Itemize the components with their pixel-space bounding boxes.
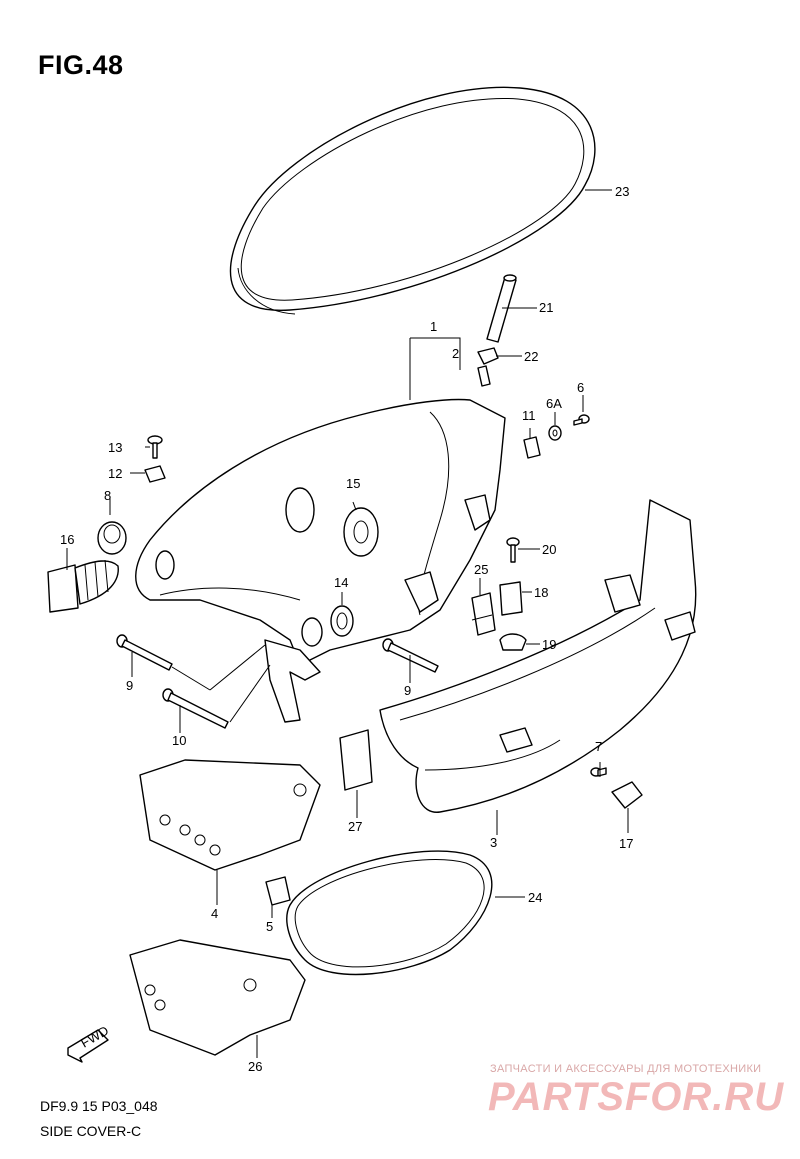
callout-labels: 1 2 3 4 5 6 6A 7 8 9 9 10 11 12 13 14 15…	[60, 184, 633, 1074]
figure-title: FIG.48	[38, 50, 124, 80]
callout-10: 10	[172, 733, 186, 748]
callout-18: 18	[534, 585, 548, 600]
callout-2: 2	[452, 346, 459, 361]
part-27-label	[339, 729, 373, 791]
callout-5: 5	[266, 919, 273, 934]
part-18-clip	[499, 581, 523, 616]
watermark-tagline: ЗАПЧАСТИ И АКСЕССУАРЫ ДЛЯ МОТОТЕХНИКИ	[490, 1063, 762, 1075]
callout-26: 26	[248, 1059, 262, 1074]
callout-7: 7	[595, 739, 602, 754]
part-4-bracket	[139, 759, 321, 871]
callout-11: 11	[522, 408, 536, 423]
callout-1: 1	[430, 319, 437, 334]
callout-23: 23	[615, 184, 629, 199]
part-26-bracket	[129, 939, 306, 1056]
callout-25: 25	[474, 562, 488, 577]
callout-6: 6	[577, 380, 584, 395]
part-9-bolt-center	[382, 638, 439, 673]
callout-12: 12	[108, 466, 122, 481]
part-23-seal	[229, 86, 596, 315]
part-13-screw	[147, 435, 163, 459]
leader-lines	[66, 189, 629, 1058]
callout-19: 19	[542, 637, 556, 652]
part-10-bolt	[162, 688, 229, 729]
part-1-side-cover	[135, 398, 506, 723]
fwd-arrow-icon: FWD	[67, 1023, 111, 1063]
part-15-grommet	[343, 507, 379, 557]
callout-9a: 9	[126, 678, 133, 693]
part-17-clip	[611, 781, 643, 809]
part-2-fitting	[477, 365, 491, 387]
callout-24: 24	[528, 890, 542, 905]
callout-20: 20	[542, 542, 556, 557]
callout-16: 16	[60, 532, 74, 547]
part-3-side-cover	[379, 499, 697, 813]
footer-section-name: SIDE COVER-C	[40, 1123, 142, 1139]
callout-17: 17	[619, 836, 633, 851]
part-20-screw	[506, 537, 520, 563]
part-7-screw	[590, 767, 607, 777]
callout-14: 14	[334, 575, 348, 590]
callout-4: 4	[211, 906, 218, 921]
callout-6a: 6A	[546, 396, 562, 411]
part-9-bolt-left	[116, 634, 173, 671]
part-12-nut	[144, 465, 166, 483]
callout-3: 3	[490, 835, 497, 850]
callout-22: 22	[524, 349, 538, 364]
part-8-grommet	[97, 521, 127, 555]
part-14-grommet	[330, 605, 354, 637]
part-16-damper	[47, 559, 119, 613]
part-6-screw	[573, 414, 590, 426]
watermark-logo: PARTSFOR.RU	[488, 1075, 785, 1119]
part-25-bracket	[471, 592, 496, 636]
part-22-clip	[477, 347, 499, 365]
part-19-grommet	[499, 633, 527, 651]
part-24-seal	[286, 850, 493, 976]
footer-model-code: DF9.9 15 P03_048	[40, 1098, 158, 1114]
callout-13: 13	[108, 440, 122, 455]
callout-9b: 9	[404, 683, 411, 698]
part-6a-washer	[548, 425, 562, 441]
callout-27: 27	[348, 819, 362, 834]
part-5-grommet	[265, 876, 291, 906]
callout-15: 15	[346, 476, 360, 491]
part-11-nut	[523, 436, 541, 459]
callout-21: 21	[539, 300, 553, 315]
callout-8: 8	[104, 488, 111, 503]
part-21-tube	[486, 274, 517, 343]
